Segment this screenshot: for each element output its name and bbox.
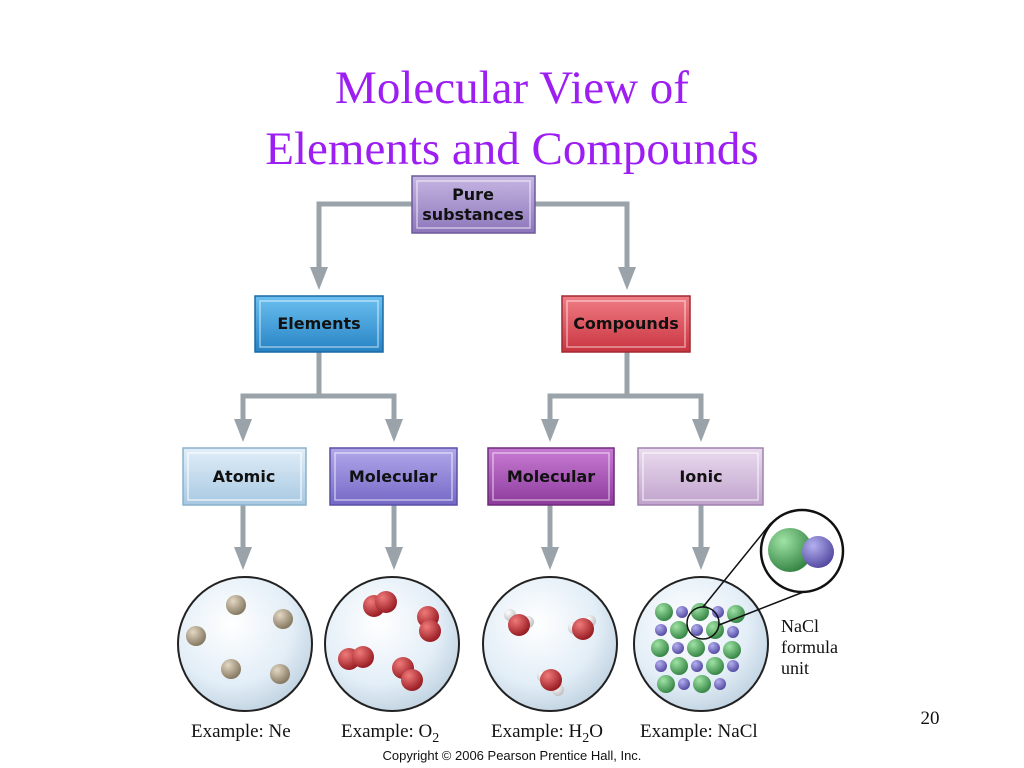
arrow-down-icon — [541, 547, 559, 570]
nacl-crystal-lattice — [651, 603, 745, 693]
h2o-molecule — [568, 615, 596, 640]
o2-molecule — [417, 606, 441, 642]
node-ionic: Ionic — [637, 447, 764, 506]
arrow-down-icon — [385, 419, 403, 442]
node-elements: Elements — [254, 295, 384, 353]
arrow-down-icon — [385, 547, 403, 570]
arrow-down-icon — [234, 547, 252, 570]
node-label: Atomic — [213, 467, 276, 486]
node-atomic: Atomic — [182, 447, 307, 506]
chloride-ion — [768, 528, 812, 572]
node-label: Pure — [452, 185, 494, 204]
neon-atom — [186, 626, 206, 646]
node-pure-substances: Pure substances — [411, 175, 536, 234]
sample-water — [482, 576, 618, 712]
arrow-heads — [234, 267, 710, 570]
node-label: Molecular — [507, 467, 595, 486]
title-line-1: Molecular View of — [335, 62, 689, 114]
sample-sodium-chloride — [633, 576, 769, 712]
sample-neon — [177, 576, 313, 712]
node-label: Ionic — [679, 467, 722, 486]
arrow-down-icon — [234, 419, 252, 442]
node-label: Elements — [277, 314, 360, 333]
page-number: 20 — [920, 708, 940, 729]
connector-lines — [240, 201, 704, 548]
arrow-down-icon — [618, 267, 636, 290]
example-h2o-caption: Example: H2O — [491, 721, 603, 746]
o2-molecule — [392, 657, 423, 691]
copyright-notice: Copyright © 2006 Pearson Prentice Hall, … — [382, 748, 642, 763]
callout-line: formula — [781, 637, 838, 657]
node-molecular-elements: Molecular — [329, 447, 458, 506]
callout-line: NaCl — [781, 616, 819, 636]
title-line-2: Elements and Compounds — [265, 123, 759, 175]
callout-line: unit — [781, 658, 809, 678]
node-label: Compounds — [573, 314, 679, 333]
sample-oxygen — [324, 576, 460, 712]
node-molecular-compounds: Molecular — [487, 447, 615, 506]
arrow-down-icon — [692, 419, 710, 442]
node-compounds: Compounds — [561, 295, 691, 353]
node-label: Molecular — [349, 467, 437, 486]
o2-molecule — [338, 646, 374, 670]
h2o-molecule — [504, 609, 534, 636]
slide-title: Molecular View of Elements and Compounds — [0, 58, 1024, 180]
neon-atom — [226, 595, 246, 615]
h2o-molecule — [537, 669, 564, 696]
example-nacl-caption: Example: NaCl — [640, 721, 758, 742]
arrow-down-icon — [692, 547, 710, 570]
o2-molecule — [363, 591, 397, 617]
neon-atom — [221, 659, 241, 679]
node-label: substances — [422, 205, 524, 224]
example-o2-caption: Example: O2 — [341, 721, 439, 746]
sodium-ion — [802, 536, 834, 568]
arrow-down-icon — [541, 419, 559, 442]
neon-atom — [270, 664, 290, 684]
neon-atom — [273, 609, 293, 629]
arrow-down-icon — [310, 267, 328, 290]
example-ne-caption: Example: Ne — [191, 721, 291, 742]
nacl-callout: NaCl formula unit — [702, 508, 845, 678]
